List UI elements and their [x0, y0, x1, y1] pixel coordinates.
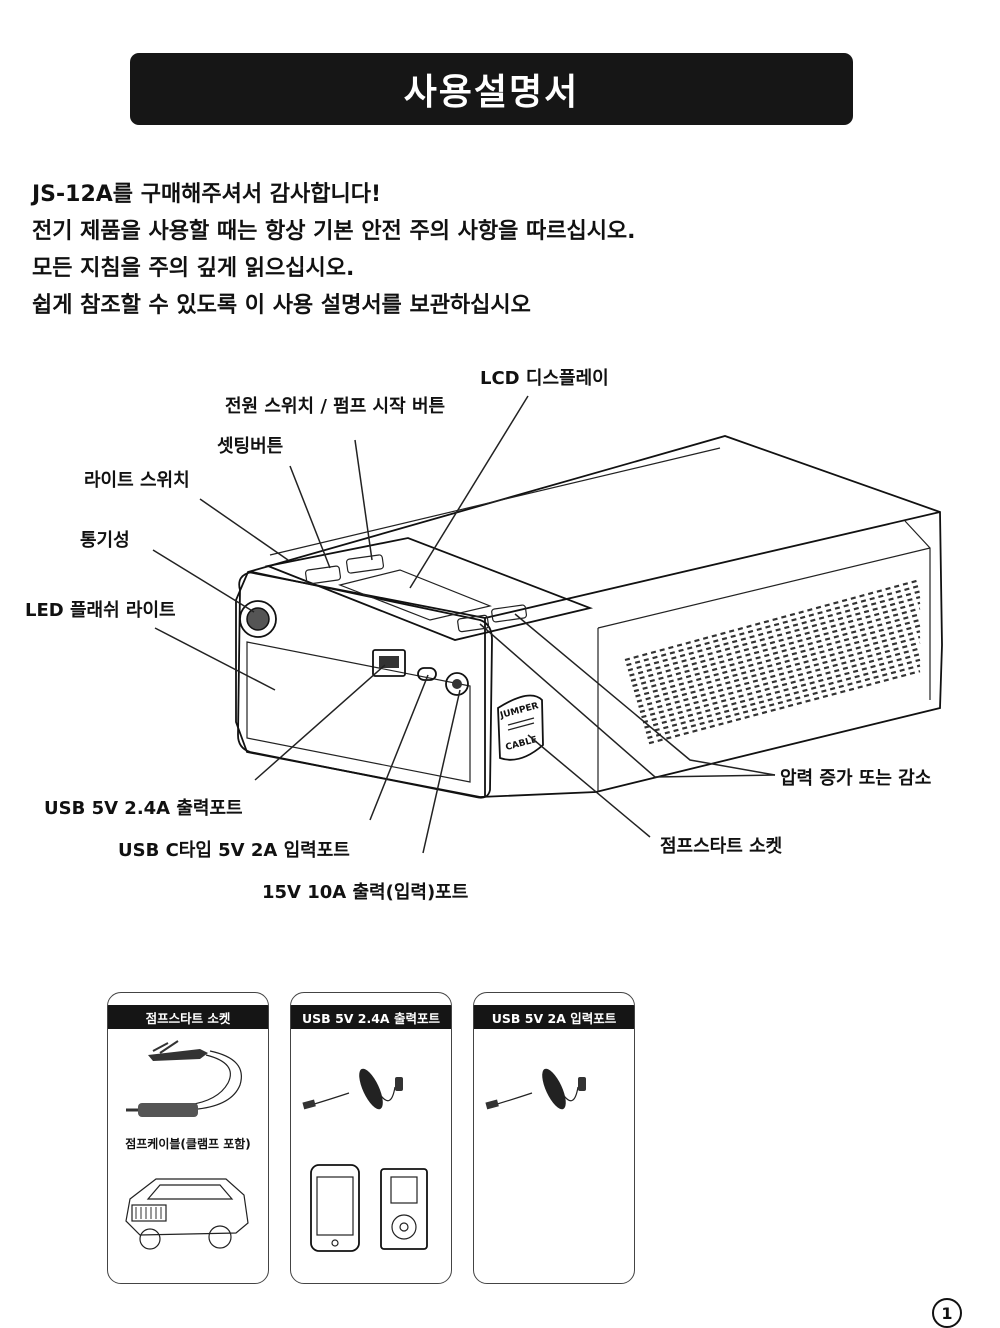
- vent-slot-row: [641, 641, 921, 719]
- suv-car-icon: [125, 1178, 249, 1250]
- jump-socket: JUMPER CABLE: [497, 694, 544, 761]
- page-title: 사용설명서: [403, 72, 580, 113]
- vent-slot-row: [648, 670, 921, 745]
- vent-slot-row: [629, 596, 921, 677]
- callout-led-flashlight: LED 플래쉬 라이트: [25, 600, 176, 621]
- card-title: 점프스타트 소켓: [108, 1005, 268, 1029]
- mp3-player-icon: [380, 1168, 428, 1250]
- intro-line: 전기 제품을 사용할 때는 항상 기본 안전 주의 사항을 따르십시오.: [32, 219, 636, 244]
- led-flashlight: [239, 600, 277, 638]
- vent-slot-row: [645, 658, 921, 734]
- usb-a-port: [372, 649, 406, 677]
- leader-lines: [152, 395, 776, 854]
- vent-slot-row: [644, 653, 921, 729]
- lcd-screen: [338, 569, 492, 621]
- usb-cable-icon: [485, 1068, 586, 1110]
- callout-lcd-display: LCD 디스플레이: [480, 368, 609, 389]
- card-title: USB 5V 2.4A 출력포트: [291, 1005, 451, 1029]
- vent-slot-row: [639, 635, 921, 714]
- minus-button: [457, 614, 490, 633]
- jumper-clamp-icon: [126, 1040, 242, 1117]
- vent-slot-row: [627, 590, 921, 672]
- vent-slot-row: [647, 664, 921, 740]
- intro-line: 모든 지침을 주의 깊게 읽으십시오.: [32, 256, 355, 281]
- callout-usb-c-input: USB C타입 5V 2A 입력포트: [118, 840, 350, 861]
- callout-usb-output: USB 5V 2.4A 출력포트: [44, 798, 243, 819]
- callout-dc-output: 15V 10A 출력(입력)포트: [262, 882, 469, 903]
- intro-line: JS-12A를 구매해주셔서 감사합니다!: [32, 182, 382, 207]
- intro-text: JS-12A를 구매해주셔서 감사합니다! 전기 제품을 사용할 때는 항상 기…: [32, 176, 636, 324]
- vent-grille: [624, 578, 921, 745]
- usb-c-port: [417, 667, 437, 681]
- smartphone-icon: [310, 1164, 360, 1252]
- callout-pressure: 압력 증가 또는 감소: [780, 768, 932, 789]
- vent-slot-row: [626, 584, 921, 667]
- callout-power-switch: 전원 스위치 / 펌프 시작 버튼: [225, 396, 446, 417]
- card-usb-input: USB 5V 2A 입력포트: [473, 992, 635, 1284]
- callout-jump-socket: 점프스타트 소켓: [660, 836, 783, 857]
- top-panel: [264, 537, 594, 641]
- card-usb-output: USB 5V 2.4A 출력포트: [290, 992, 452, 1284]
- card-title: USB 5V 2A 입력포트: [474, 1005, 634, 1029]
- callout-ventilation: 통기성: [80, 530, 130, 551]
- vent-slot-row: [642, 647, 921, 724]
- vent-slot-row: [632, 607, 921, 688]
- usb-cable-icon: [302, 1068, 403, 1110]
- vent-slot-row: [630, 601, 921, 682]
- callout-setting-button: 셋팅버튼: [217, 436, 284, 457]
- ports: [372, 649, 469, 696]
- vent-slot-row: [633, 613, 921, 693]
- vent-slot-row: [638, 630, 921, 708]
- plus-button: [491, 604, 528, 623]
- card-jump-socket: 점프스타트 소켓 점프케이블(클램프 포함): [107, 992, 269, 1284]
- dc-port: [445, 672, 469, 696]
- setting-button: [345, 554, 385, 574]
- light-switch-button: [304, 565, 342, 585]
- page-number: 1: [932, 1298, 962, 1328]
- cable-label: CABLE: [505, 735, 539, 753]
- vent-slot-row: [624, 578, 921, 662]
- callout-light-switch: 라이트 스위치: [84, 470, 190, 491]
- vent-slot-row: [636, 624, 921, 703]
- vent-slot-row: [635, 618, 921, 698]
- card-caption: 점프케이블(클램프 포함): [125, 1137, 251, 1151]
- intro-line: 쉽게 참조할 수 있도록 이 사용 설명서를 보관하십시오: [32, 293, 531, 318]
- title-banner: 사용설명서: [130, 53, 853, 125]
- device-body: [235, 435, 943, 798]
- front-panel: [237, 571, 493, 799]
